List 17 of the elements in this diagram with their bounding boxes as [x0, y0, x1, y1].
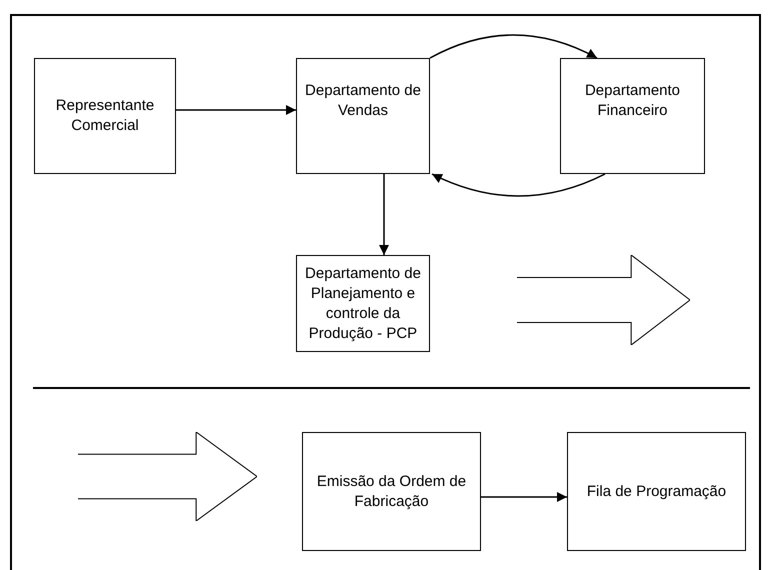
arrow	[379, 174, 389, 255]
process-box	[296, 255, 430, 352]
process-box	[34, 58, 176, 174]
box-label: Representante Comercial	[54, 96, 156, 136]
process-box	[296, 58, 430, 174]
arrow	[176, 105, 296, 115]
process-box	[567, 432, 746, 551]
arrow	[481, 492, 567, 502]
box-label: Departamento de Planejamento e controle da Produção - PCP	[304, 264, 422, 344]
arrow	[432, 173, 606, 197]
box-label: Emissão da Ordem de Fabricação	[316, 472, 468, 512]
arrow	[430, 34, 598, 59]
process-box	[560, 58, 705, 174]
box-label: Fila de Programação	[586, 482, 726, 502]
box-label: Departamento Financeiro	[584, 81, 682, 121]
process-box	[302, 432, 481, 551]
box-label: Departamento de Vendas	[304, 81, 422, 121]
